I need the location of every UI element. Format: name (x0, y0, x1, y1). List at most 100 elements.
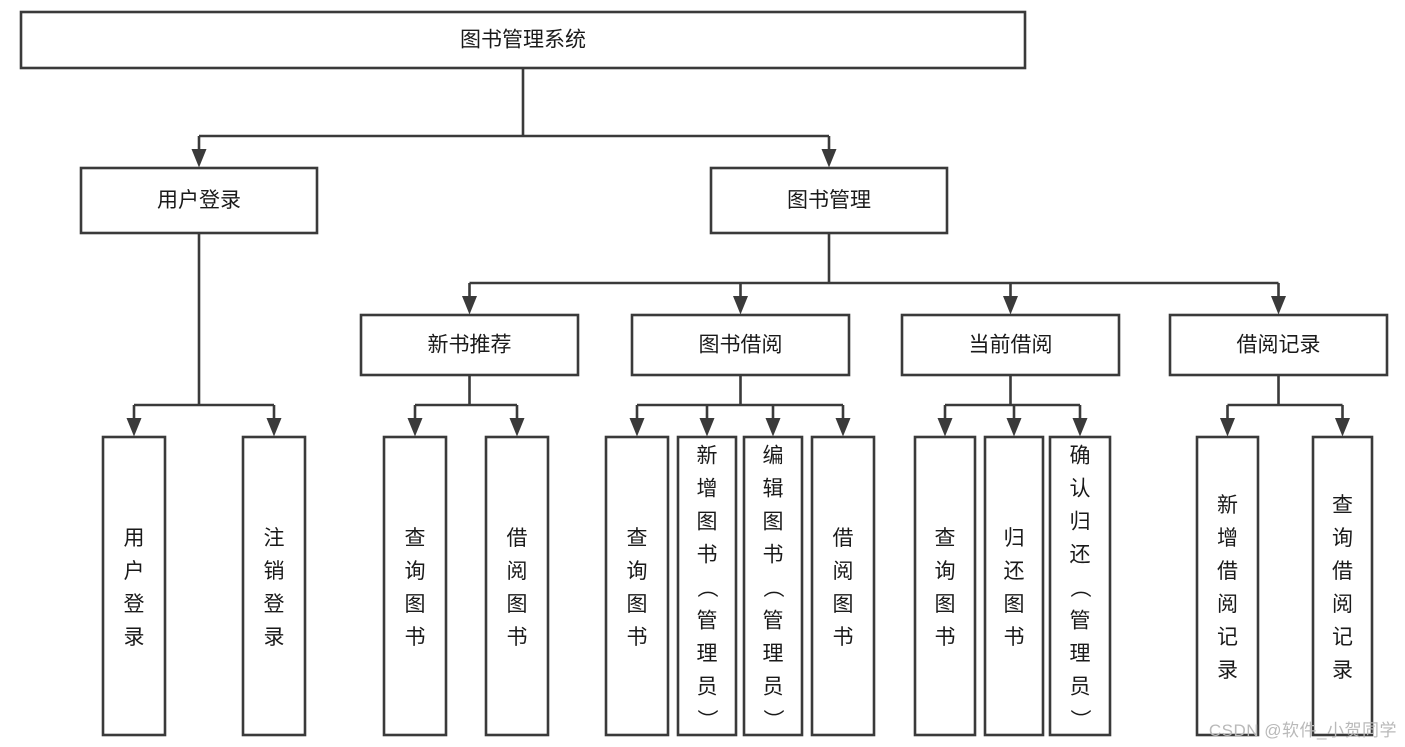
node-label-char: 阅 (507, 560, 528, 583)
node-leaf-borrow-book[interactable]: 借阅图书借阅图书 (810, 435, 876, 737)
node-box (630, 313, 851, 377)
node-box (241, 435, 307, 737)
node-box (101, 435, 167, 737)
node-box (1311, 435, 1374, 737)
node-box (742, 435, 804, 737)
arrow-head-icon (509, 418, 525, 437)
node-label-char: 还 (1070, 544, 1091, 567)
node-box (810, 435, 876, 737)
node-label: 图书借阅 (699, 334, 783, 357)
node-label-char: 用 (124, 527, 145, 550)
node-box (913, 435, 977, 737)
node-label-char: 理 (697, 643, 718, 666)
node-leaf-query-book[interactable]: 查询图书查询图书 (604, 435, 670, 737)
node-label: 当前借阅 (969, 334, 1053, 357)
arrow-head-icon (699, 418, 715, 437)
node-box (1168, 313, 1389, 377)
arrow-head-icon (821, 149, 837, 168)
node-leaf-borrow-book-rec[interactable]: 借阅图书借阅图书 (484, 435, 550, 737)
node-label-char: 新 (697, 445, 718, 468)
arrow-head-icon (407, 418, 423, 437)
node-label: 图书管理 (787, 189, 871, 212)
node-box (604, 435, 670, 737)
node-label-char: 图 (1004, 593, 1025, 616)
node-box (382, 435, 448, 737)
node-box (484, 435, 550, 737)
node-leaf-return-book[interactable]: 归还图书归还图书 (983, 435, 1045, 737)
node-label-char: 销 (264, 560, 285, 583)
node-label-char: 阅 (1332, 593, 1353, 616)
node-label-char: 员 (763, 676, 784, 699)
node-label-char: 图 (833, 593, 854, 616)
node-label-char: 借 (1217, 560, 1238, 583)
node-label: 图书管理系统 (460, 29, 586, 52)
node-layer: 图书管理系统用户登录图书管理新书推荐图书借阅当前借阅借阅记录用户登录用户登录注销… (19, 10, 1389, 737)
node-label-char: 询 (1332, 527, 1353, 550)
node-label-char: 图 (627, 593, 648, 616)
node-label-char: 查 (405, 527, 426, 550)
node-label-char: 员 (697, 676, 718, 699)
node-label-char: 录 (1217, 659, 1238, 682)
node-label-char: 记 (1332, 626, 1353, 649)
node-label-char: （ (761, 577, 784, 598)
arrow-head-icon (1003, 296, 1018, 315)
node-label-char: 户 (124, 560, 145, 583)
arrow-head-icon (126, 418, 142, 437)
arrow-head-icon (937, 418, 953, 437)
node-label-char: 管 (763, 610, 784, 633)
node-label-char: 书 (763, 544, 784, 567)
node-label-char: 新 (1217, 494, 1238, 517)
arrow-head-icon (765, 418, 781, 437)
node-current-borrow[interactable]: 当前借阅 (900, 313, 1121, 377)
node-label-char: 登 (264, 593, 285, 616)
node-leaf-query-book-rec[interactable]: 查询图书查询图书 (382, 435, 448, 737)
node-label-char: 书 (935, 626, 956, 649)
node-new-book-recommend[interactable]: 新书推荐 (359, 313, 580, 377)
node-label-char: 登 (124, 593, 145, 616)
node-label-char: ） (761, 709, 784, 730)
node-label-char: 书 (507, 626, 528, 649)
node-box (676, 435, 738, 737)
node-box (983, 435, 1045, 737)
node-label-char: 借 (833, 527, 854, 550)
node-book-borrow[interactable]: 图书借阅 (630, 313, 851, 377)
node-leaf-add-borrow-record[interactable]: 新增借阅记录新增借阅记录 (1195, 435, 1260, 737)
node-root[interactable]: 图书管理系统 (19, 10, 1027, 70)
arrow-head-icon (1271, 296, 1286, 315)
node-label-char: 询 (935, 560, 956, 583)
node-label-char: 借 (1332, 560, 1353, 583)
node-label-char: 书 (697, 544, 718, 567)
node-label-char: 确 (1070, 445, 1091, 468)
node-label-char: ） (1068, 709, 1091, 730)
node-borrow-record[interactable]: 借阅记录 (1168, 313, 1389, 377)
arrow-head-icon (1006, 418, 1022, 437)
node-label-char: 借 (507, 527, 528, 550)
node-label: 借阅记录 (1237, 334, 1321, 357)
arrow-head-icon (733, 296, 748, 315)
node-leaf-query-borrow-record[interactable]: 查询借阅记录查询借阅记录 (1311, 435, 1374, 737)
watermark-text: CSDN @软件_小贺同学 (1208, 721, 1397, 740)
node-label-char: 图 (697, 511, 718, 534)
node-label: 新书推荐 (428, 334, 512, 357)
node-book-management[interactable]: 图书管理 (709, 166, 949, 235)
node-label-char: 查 (935, 527, 956, 550)
node-label-char: 查 (627, 527, 648, 550)
arrow-head-icon (266, 418, 282, 437)
node-leaf-user-login[interactable]: 用户登录用户登录 (101, 435, 167, 737)
node-label-char: 管 (697, 610, 718, 633)
node-box (1195, 435, 1260, 737)
node-label: 用户登录 (157, 189, 241, 212)
node-leaf-query-book-cur[interactable]: 查询图书查询图书 (913, 435, 977, 737)
arrow-head-icon (629, 418, 645, 437)
node-label-char: 书 (627, 626, 648, 649)
node-label-char: 还 (1004, 560, 1025, 583)
node-label-char: 录 (1332, 659, 1353, 682)
node-leaf-user-logout[interactable]: 注销登录注销登录 (241, 435, 307, 737)
node-user-login[interactable]: 用户登录 (79, 166, 319, 235)
node-label-char: 理 (763, 643, 784, 666)
